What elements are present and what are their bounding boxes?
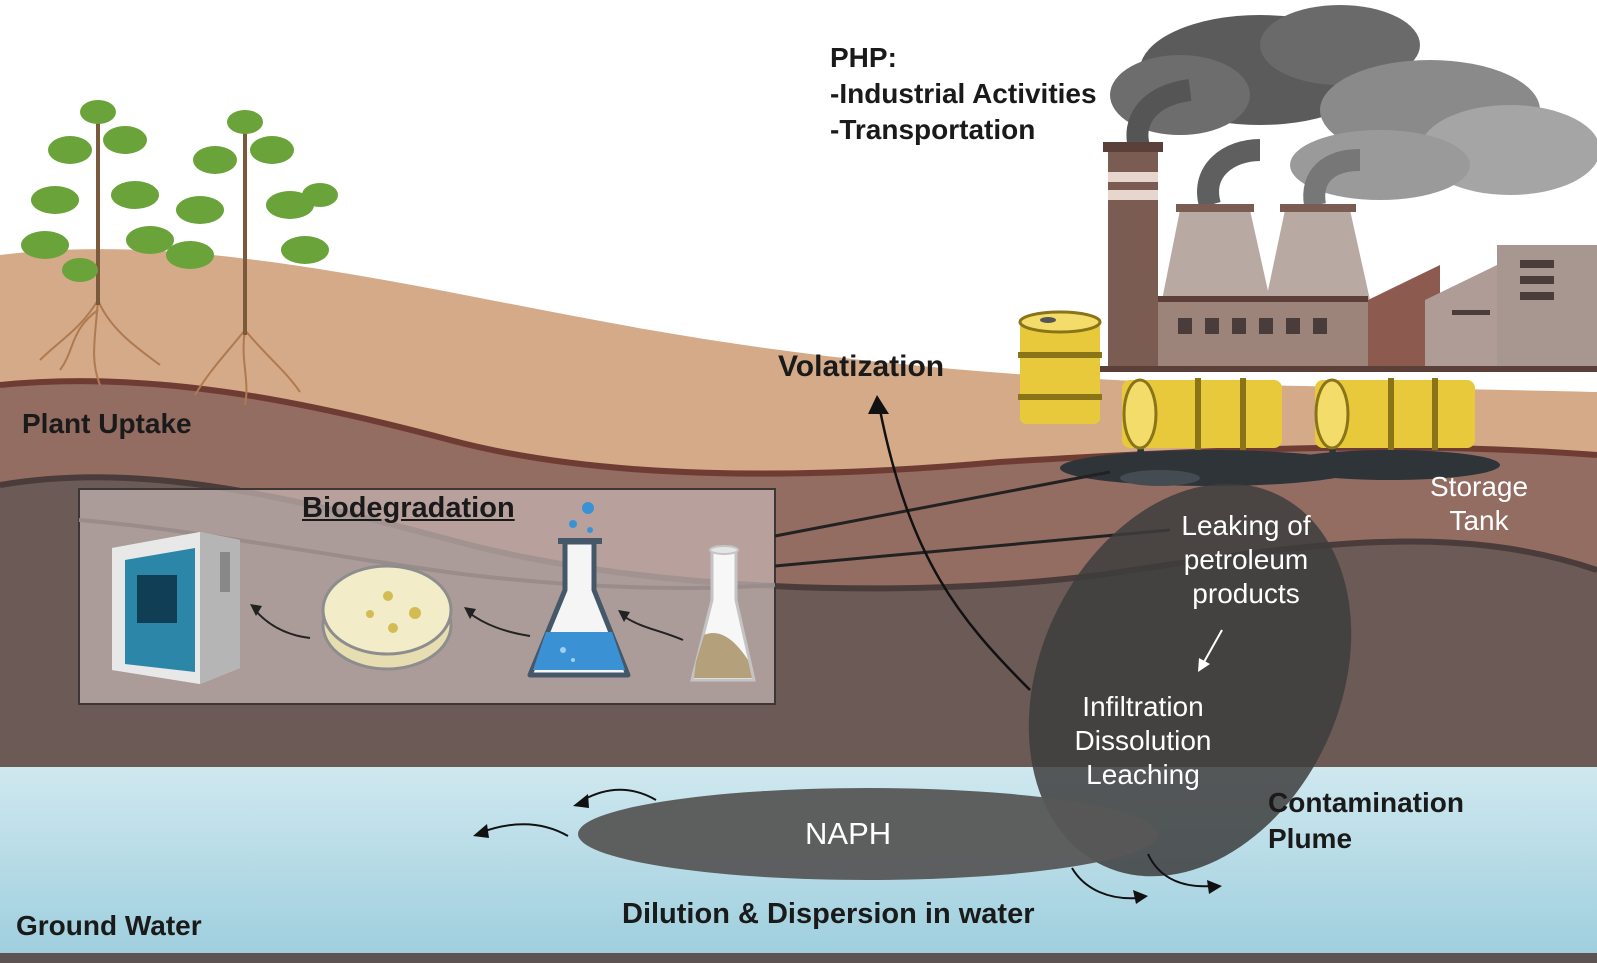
process-line-2: Dissolution — [1074, 725, 1212, 756]
naph-label: NAPH — [805, 816, 892, 851]
lab-analyzer-icon — [112, 532, 240, 684]
plume-line-1: Contamination — [1268, 787, 1464, 818]
process-label: Infiltration Dissolution Leaching — [1058, 690, 1228, 792]
php-heading: PHP: — [830, 42, 897, 73]
php-sources-label: PHP: -Industrial Activities -Transportat… — [830, 40, 1097, 148]
contamination-plume — [1028, 483, 1352, 877]
ground-water-label: Ground Water — [16, 910, 202, 941]
smoke-icon — [1110, 5, 1597, 209]
oil-barrel-icon — [1018, 310, 1475, 450]
process-line-3: Leaching — [1086, 759, 1200, 790]
leaking-line-2: petroleum — [1183, 544, 1309, 575]
plant-uptake-label: Plant Uptake — [22, 408, 192, 439]
factory-icon — [1095, 142, 1597, 372]
php-line-1: -Industrial Activities — [830, 78, 1097, 109]
dilution-label: Dilution & Dispersion in water — [622, 898, 1035, 930]
storage-tank-line-2: Tank — [1449, 505, 1509, 536]
leaking-line-3: products — [1192, 578, 1300, 609]
storage-tank-label: Storage Tank — [1430, 470, 1528, 538]
volatization-label: Volatization — [778, 350, 945, 383]
plume-line-2: Plume — [1268, 823, 1353, 854]
oil-spill-icon — [1060, 428, 1500, 486]
petri-dish-icon — [321, 564, 453, 671]
biodegradation-label: Biodegradation — [302, 492, 515, 524]
tree-icon — [21, 100, 338, 406]
soil-sample-flask-icon — [690, 545, 756, 682]
process-line-1: Infiltration — [1082, 691, 1204, 722]
contamination-plume-label: Contamination Plume — [1268, 785, 1464, 857]
naph-pool — [578, 788, 1158, 880]
php-line-2: -Transportation — [830, 114, 1036, 145]
leaking-label: Leaking of petroleum products — [1166, 509, 1326, 611]
leaking-line-1: Leaking of — [1181, 510, 1311, 541]
erlenmeyer-flask-icon — [527, 502, 631, 678]
storage-tank-line-1: Storage — [1430, 471, 1529, 502]
